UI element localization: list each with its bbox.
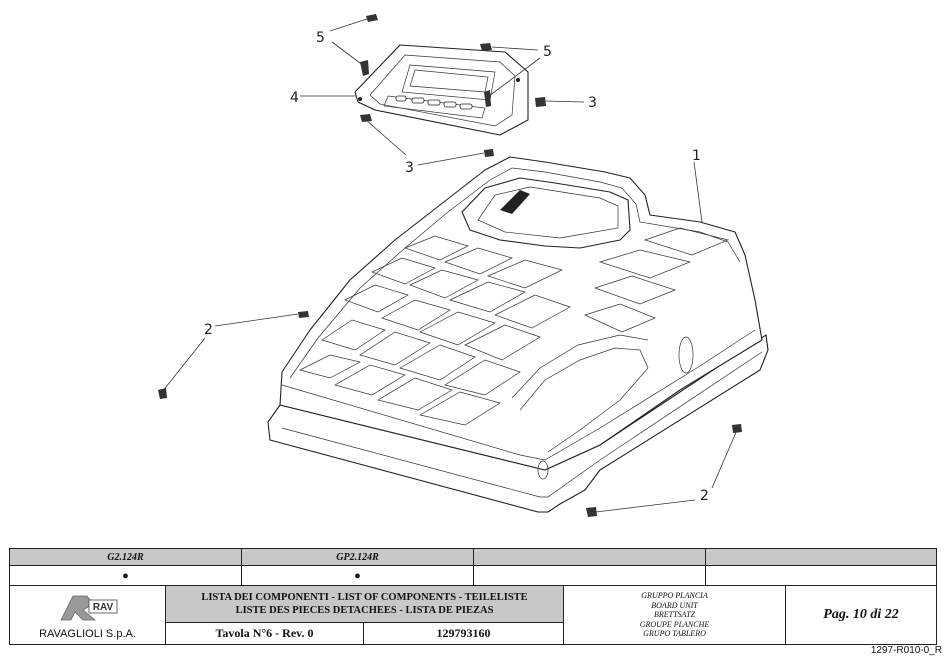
- model-mark-1: ●: [10, 566, 242, 586]
- svg-text:RAV: RAV: [92, 602, 113, 613]
- leader-lines: [161, 17, 738, 513]
- table-number: Tavola N°6 - Rev. 0: [166, 623, 364, 644]
- callout-5-right: 5: [543, 44, 552, 60]
- model-mark-2: ●: [242, 566, 474, 586]
- model-mark-3: [474, 566, 706, 586]
- callout-3-bottom: 3: [405, 160, 414, 176]
- page-number: Pag. 10 di 22: [823, 607, 899, 622]
- callout-2-right: 2: [700, 488, 709, 504]
- screw-parts: [360, 14, 492, 107]
- group-names: GRUPPO PLANCIA BOARD UNIT BRETTSATZ GROU…: [564, 586, 786, 644]
- document-reference: 1297-R010-0_R: [870, 645, 942, 656]
- callout-3-right: 3: [588, 95, 597, 111]
- model-header-3: [474, 549, 706, 566]
- title-block: G2.124R GP2.124R ● ● RAV RAVAGLIOLI S.p.…: [9, 548, 937, 645]
- exploded-view-drawing: 1 2 2 3 3 4 5 5: [158, 14, 769, 517]
- model-header-2: GP2.124R: [242, 549, 474, 566]
- company-name: RAVAGLIOLI S.p.A.: [39, 628, 136, 640]
- callout-1: 1: [692, 148, 701, 164]
- callout-5-left: 5: [316, 30, 325, 46]
- ravaglioli-logo-icon: RAV: [59, 595, 117, 621]
- clip-parts: [360, 97, 546, 157]
- company-logo-cell: RAV RAVAGLIOLI S.p.A.: [10, 586, 166, 644]
- callout-4: 4: [290, 90, 299, 106]
- drawing-code: 129793160: [364, 623, 564, 644]
- model-header-1: G2.124R: [10, 549, 242, 566]
- side-screws: [158, 311, 742, 517]
- model-mark-4: [706, 566, 936, 586]
- component-list-title: LISTA DEI COMPONENTI - LIST OF COMPONENT…: [166, 586, 564, 623]
- callout-2-left: 2: [204, 322, 213, 338]
- display-panel: [354, 44, 529, 136]
- board-unit-shell: [267, 156, 769, 513]
- model-header-4: [706, 549, 936, 566]
